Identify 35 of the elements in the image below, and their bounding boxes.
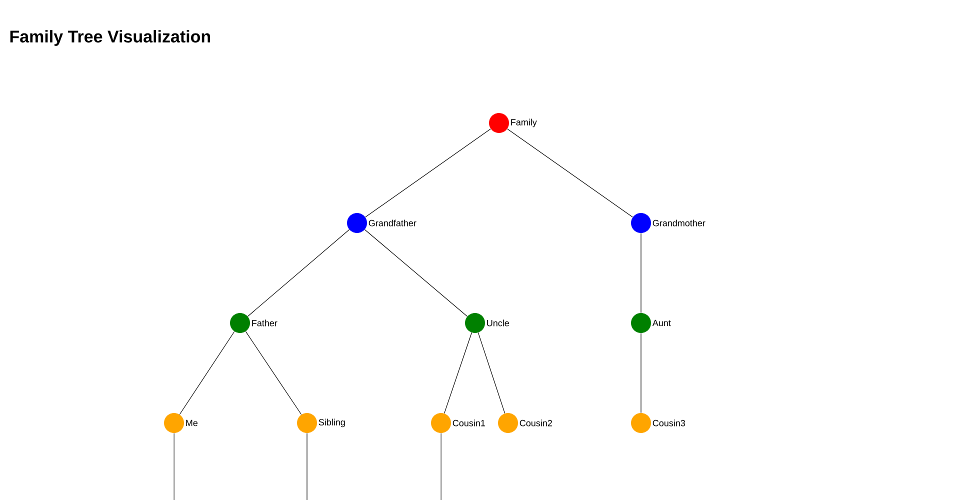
connector-line <box>640 232 642 314</box>
connector-line <box>444 332 472 414</box>
node-label: Me <box>186 420 198 426</box>
tree-node: Grandfather <box>347 213 416 233</box>
title: Family Tree Visualization <box>10 30 210 46</box>
tree-node: Cousin3 <box>631 413 686 433</box>
node-label: Cousin3 <box>652 420 686 426</box>
node-label: Cousin1 <box>452 420 485 426</box>
connector-line <box>365 128 491 218</box>
connector-line <box>640 332 642 414</box>
node-label: Grandfather <box>368 220 416 226</box>
connector-line <box>306 432 308 500</box>
tree-node: Cousin1 <box>431 413 485 433</box>
tree-node: Father <box>230 313 278 333</box>
tree-node: Uncle <box>465 313 510 333</box>
node-label: Cousin2 <box>520 420 552 426</box>
node-label: Uncle <box>487 320 510 326</box>
node-label: Aunt <box>652 320 671 326</box>
tree-node: Me <box>164 413 198 433</box>
connector-line <box>247 229 350 317</box>
tree-node: Cousin2 <box>498 413 552 433</box>
connector-line <box>245 331 302 415</box>
connector-line <box>507 128 633 218</box>
node-label: Father <box>252 320 278 326</box>
connector-line <box>364 229 468 317</box>
connector-line <box>440 432 442 500</box>
connector-line <box>179 331 235 415</box>
tree-node: Sibling <box>297 413 345 433</box>
tree-node: Grandmother <box>631 213 706 233</box>
connector-line <box>478 332 506 414</box>
node-label: Family <box>511 118 537 128</box>
tree-node: Family <box>489 113 537 133</box>
tree-node: Aunt <box>631 313 671 333</box>
node-label: Sibling <box>318 418 345 428</box>
node-label: Grandmother <box>652 220 706 226</box>
